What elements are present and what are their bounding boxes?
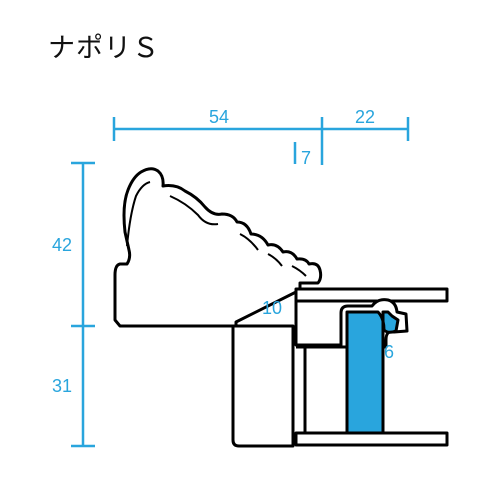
bottom-plate [294,431,449,447]
frame-ornamental-top [113,167,323,328]
carving-detail-lines [126,181,307,277]
inner-6-label: 6 [384,342,394,362]
top-plate [294,287,449,303]
inner-10-label: 10 [262,298,282,318]
height-bottom-label: 31 [52,376,72,396]
glass-panel [345,310,400,435]
frame-moulding [113,167,323,448]
height-top-label: 42 [52,235,72,255]
product-title: ナポリＳ [48,33,160,64]
rabbet-label: 7 [301,148,311,168]
dimension-lines [71,117,410,448]
frame-back-leg [231,324,295,448]
width-right-label: 22 [355,107,375,127]
width-main-label: 54 [209,107,229,127]
